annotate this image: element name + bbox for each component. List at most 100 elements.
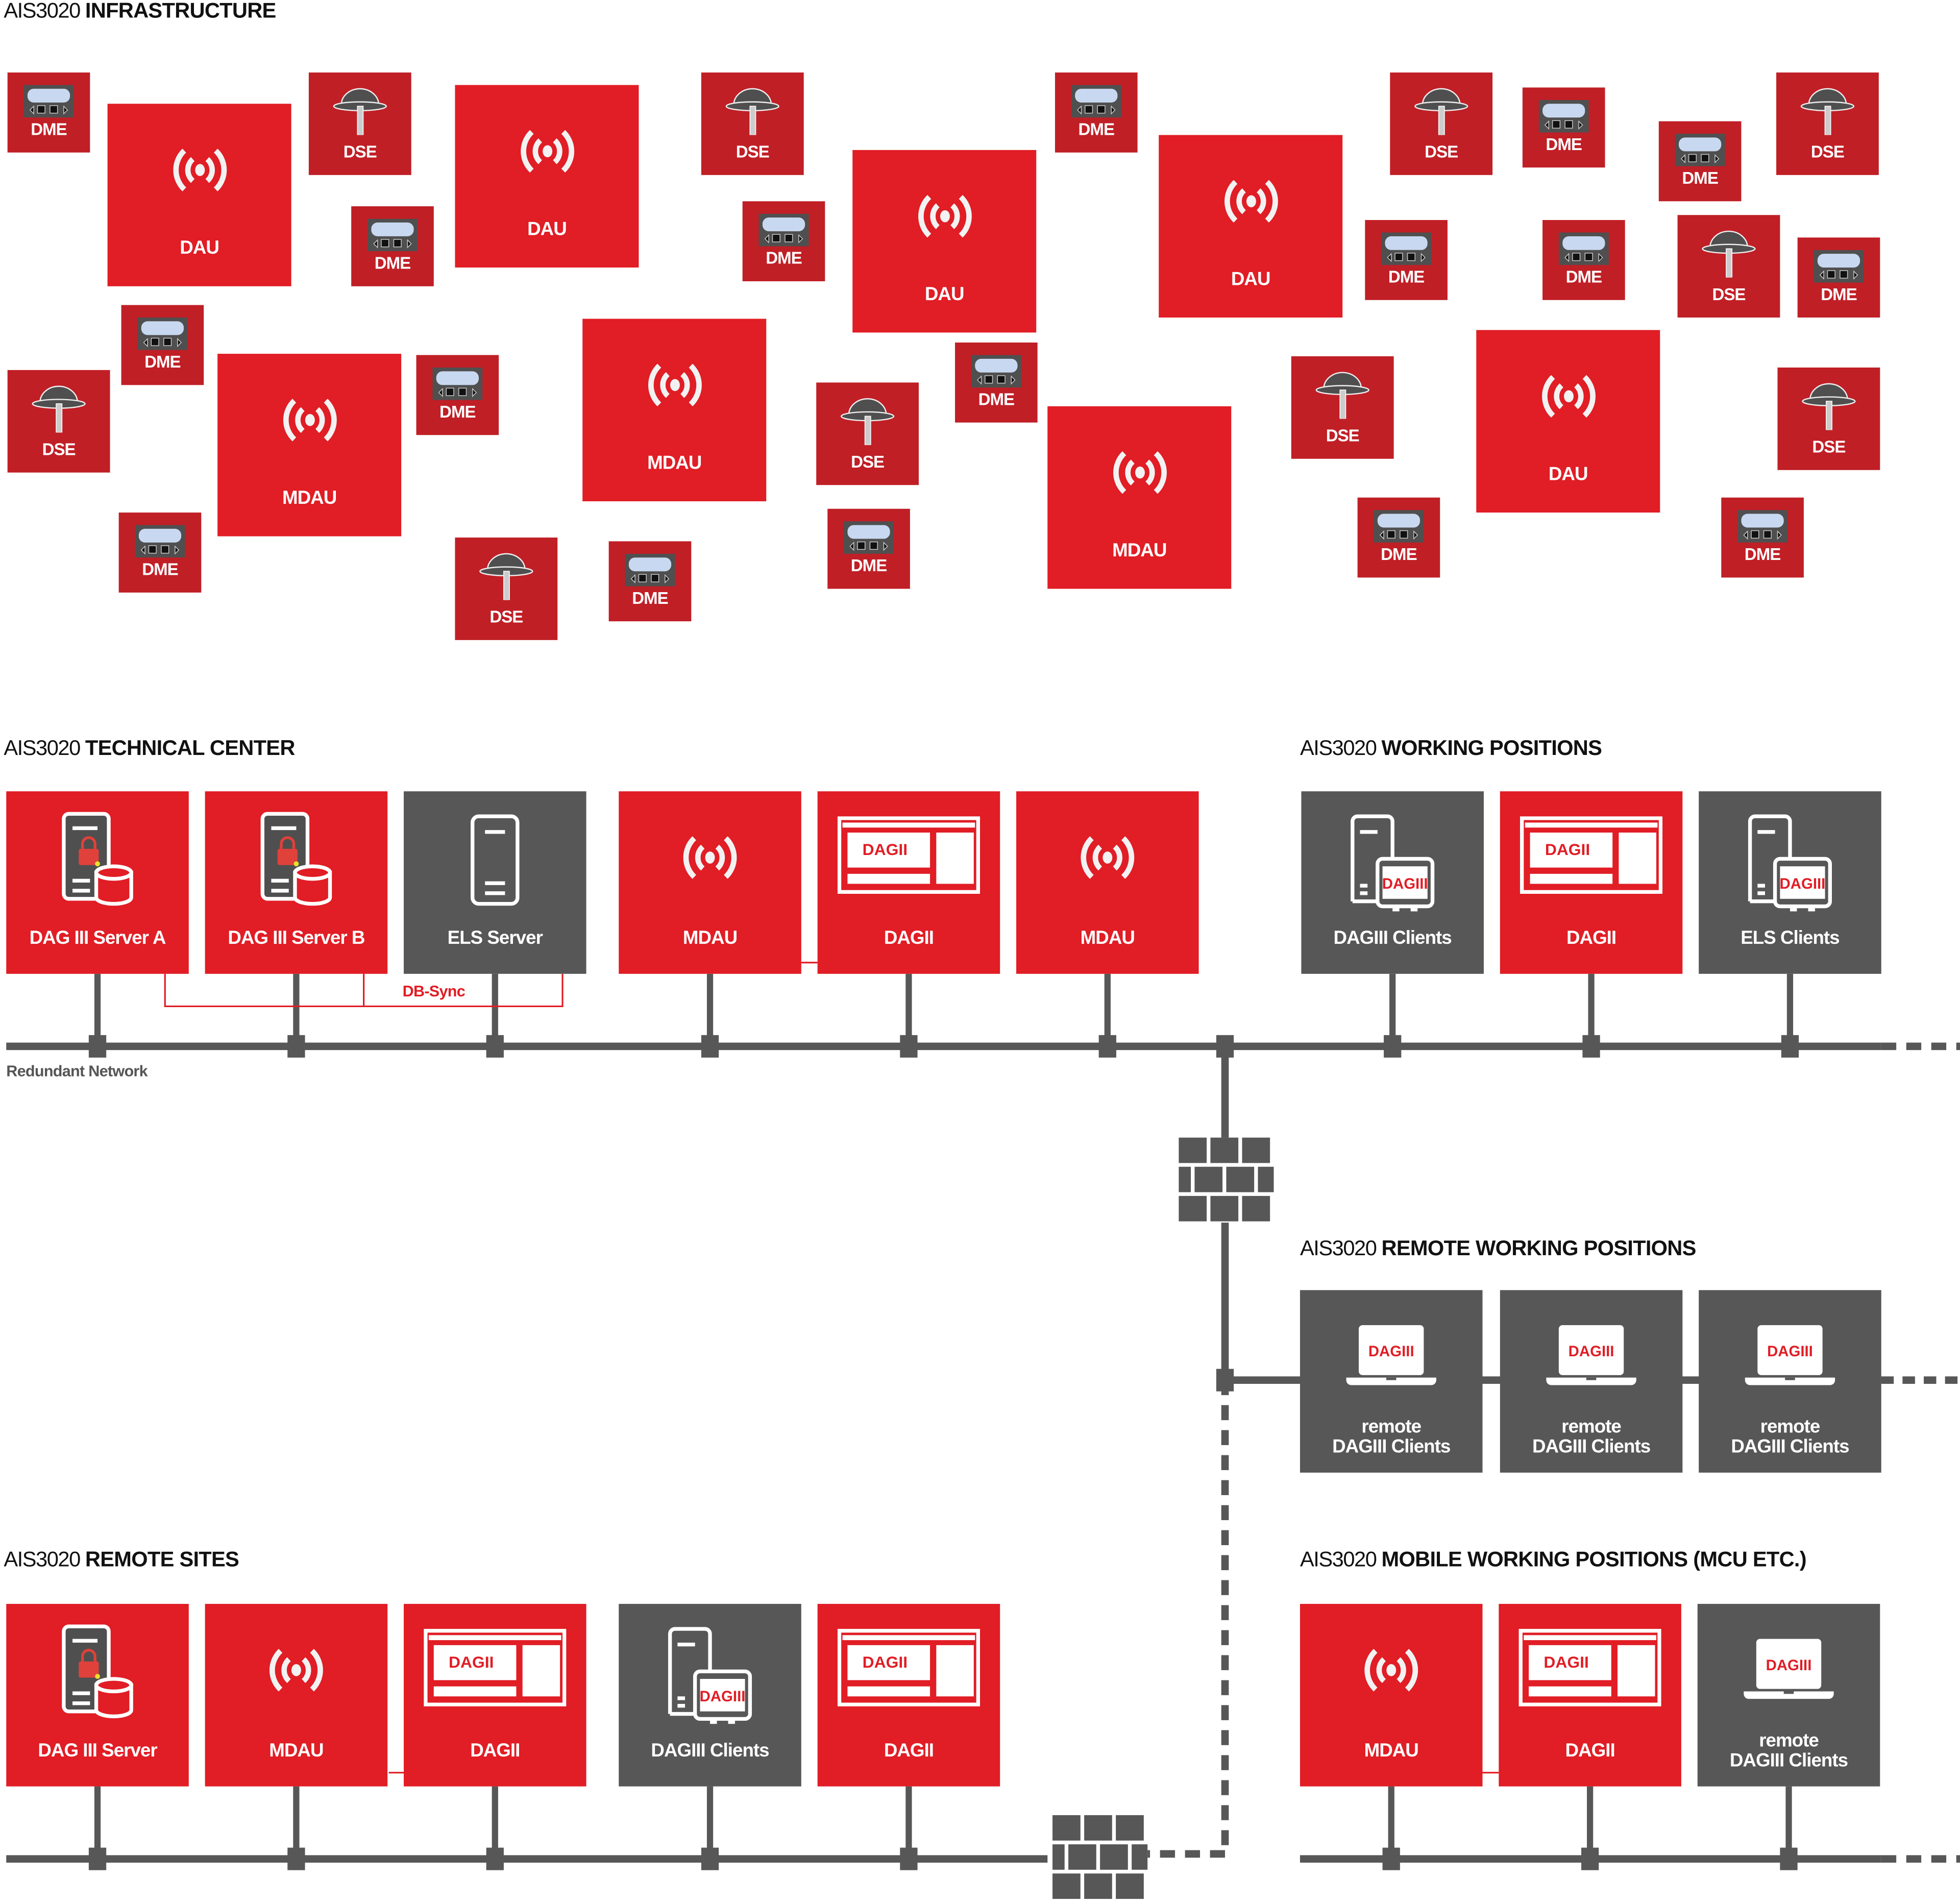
node-label: DAGIII Clients <box>1333 927 1452 949</box>
title-prefix: AIS3020 <box>1300 1236 1377 1260</box>
infra-node-dau[interactable]: DAU <box>852 150 1037 333</box>
infra-node-dse[interactable]: DSE <box>455 538 558 640</box>
infra-node-dme[interactable]: DME <box>827 508 910 589</box>
infra-node-dse[interactable]: DSE <box>7 370 110 473</box>
remote-sites-node[interactable]: DAGII DAGII <box>817 1604 1000 1787</box>
node-label: MDAU <box>1112 540 1167 562</box>
node-label: MDAU <box>647 452 702 474</box>
junction <box>287 1035 305 1058</box>
node-label: DAGII <box>884 927 934 949</box>
infra-node-dme[interactable]: DME <box>608 541 692 622</box>
infra-node-dse[interactable]: DSE <box>701 72 804 175</box>
svg-text:DAGIII: DAGIII <box>1382 875 1428 892</box>
infra-node-dme[interactable]: DME <box>1055 72 1138 153</box>
technical-center-node[interactable]: DAG III Server B <box>205 791 388 974</box>
infra-node-dau[interactable]: DAU <box>1476 330 1660 513</box>
node-label: DME <box>1546 135 1582 154</box>
infra-node-dse[interactable]: DSE <box>816 382 919 485</box>
firewall-icon <box>1179 1137 1274 1222</box>
node-label: remote DAGIII Clients <box>1729 1730 1848 1771</box>
remote-working-positions-title: AIS3020 REMOTE WORKING POSITIONS <box>1300 1236 1696 1261</box>
infra-node-mdau[interactable]: MDAU <box>1047 406 1232 589</box>
infra-node-dme[interactable]: DME <box>416 355 499 435</box>
mobile-working-positions-node[interactable]: MDAU <box>1300 1604 1483 1787</box>
infra-node-dme[interactable]: DME <box>1721 497 1804 578</box>
infra-node-dme[interactable]: DME <box>1542 220 1625 300</box>
remote-sites-node[interactable]: MDAU <box>205 1604 388 1787</box>
infra-node-dse[interactable]: DSE <box>1677 215 1780 318</box>
infra-node-dme[interactable]: DME <box>1357 497 1440 578</box>
svg-text:DAGIII: DAGIII <box>1569 1343 1614 1360</box>
technical-center-node[interactable]: DAG III Server A <box>6 791 189 974</box>
infra-node-mdau[interactable]: MDAU <box>582 319 767 502</box>
node-label: DME <box>1682 168 1719 188</box>
infra-node-dse[interactable]: DSE <box>1291 356 1394 459</box>
redundant-network-label: Redundant Network <box>6 1062 148 1080</box>
svg-text:DAGIII: DAGIII <box>700 1688 746 1705</box>
mobile-working-positions-title: AIS3020 MOBILE WORKING POSITIONS (MCU ET… <box>1300 1547 1807 1573</box>
node-label: DAG III Server <box>38 1740 157 1762</box>
infra-node-dme[interactable]: DME <box>1658 121 1742 202</box>
infra-node-dse[interactable]: DSE <box>1777 368 1880 470</box>
infra-node-dme[interactable]: DME <box>955 343 1038 423</box>
working-positions-node[interactable]: DAGIII DAGIII Clients <box>1301 791 1484 974</box>
node-label: DAU <box>1548 463 1588 485</box>
infra-node-dme[interactable]: DME <box>351 206 434 286</box>
junction <box>1581 1847 1599 1870</box>
node-label: DME <box>31 120 67 139</box>
node-label: remote DAGIII Clients <box>1332 1416 1451 1457</box>
junction <box>1781 1035 1799 1058</box>
infra-node-dme[interactable]: DME <box>1522 87 1605 168</box>
node-label: DAGII <box>1566 927 1616 949</box>
title-bold: MOBILE WORKING POSITIONS (MCU ETC.) <box>1381 1547 1807 1572</box>
infra-node-dme[interactable]: DME <box>1797 237 1880 318</box>
infra-node-dau[interactable]: DAU <box>455 85 639 268</box>
infra-node-dme[interactable]: DME <box>118 512 202 593</box>
technical-center-node[interactable]: ELS Server <box>404 791 586 974</box>
node-label: DSE <box>489 607 523 626</box>
infra-node-dau[interactable]: DAU <box>107 104 291 286</box>
junction <box>1780 1847 1798 1870</box>
infra-node-dme[interactable]: DME <box>7 72 90 153</box>
infra-node-dse[interactable]: DSE <box>1776 72 1879 175</box>
junction <box>486 1035 504 1058</box>
node-label: DME <box>850 556 888 575</box>
svg-text:DAGIII: DAGIII <box>1780 875 1826 892</box>
technical-center-node[interactable]: MDAU <box>619 791 801 974</box>
title-prefix: AIS3020 <box>1300 736 1377 760</box>
node-label: DAGII <box>1565 1740 1615 1762</box>
infra-node-mdau[interactable]: MDAU <box>217 354 402 536</box>
infra-node-dme[interactable]: DME <box>742 201 825 282</box>
svg-text:DAGII: DAGII <box>449 1653 494 1671</box>
mobile-working-positions-node[interactable]: DAGIII remote DAGIII Clients <box>1697 1604 1880 1787</box>
node-label: DAGII <box>884 1740 934 1762</box>
node-label: DME <box>142 560 179 579</box>
infra-node-dse[interactable]: DSE <box>1390 72 1493 175</box>
svg-text:DAGII: DAGII <box>863 1653 908 1671</box>
svg-text:DAGIII: DAGIII <box>1766 1657 1812 1674</box>
node-label: DSE <box>343 142 377 161</box>
junction <box>900 1035 918 1058</box>
remote-sites-node[interactable]: DAG III Server <box>6 1604 189 1787</box>
node-label: DAU <box>527 218 567 240</box>
junction <box>1216 1035 1234 1058</box>
infra-node-dau[interactable]: DAU <box>1159 135 1343 318</box>
title-prefix: AIS3020 <box>4 0 81 23</box>
infra-node-dme[interactable]: DME <box>121 305 204 385</box>
technical-center-node[interactable]: MDAU <box>1016 791 1199 974</box>
node-label: DAU <box>1231 268 1271 290</box>
infra-node-dse[interactable]: DSE <box>308 72 411 175</box>
infra-node-dme[interactable]: DME <box>1365 220 1448 300</box>
node-label: DAG III Server B <box>228 927 365 949</box>
node-label: DME <box>1381 545 1417 564</box>
